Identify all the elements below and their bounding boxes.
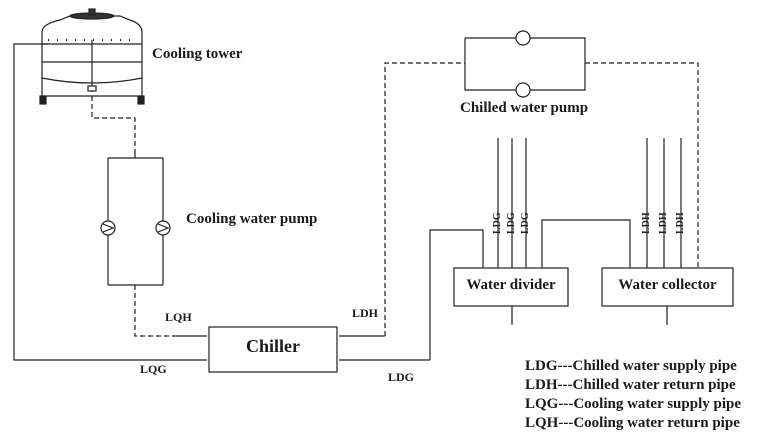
- chilled-water-pump-label: Chilled water pump: [460, 100, 589, 116]
- ldh-pipe: [384, 62, 465, 336]
- lqh-label: LQH: [165, 310, 192, 324]
- lqg-label: LQG: [140, 362, 167, 376]
- lqg-pipe: [13, 43, 175, 361]
- collector-branch-label: LDH: [641, 212, 652, 234]
- collector-branch-label: LDH: [675, 212, 686, 234]
- collector-branch-label: LDH: [658, 212, 669, 234]
- ldg-pipe: [429, 229, 484, 360]
- bypass-pipe: [541, 219, 631, 268]
- legend-item: LDH---Chilled water return pipe: [525, 377, 736, 393]
- divider-branch-label: LDG: [492, 212, 503, 234]
- legend-item: LQH---Cooling water return pipe: [525, 415, 740, 431]
- water-divider-label: Water divider: [466, 277, 556, 293]
- chilled-water-pump-group: [464, 30, 586, 98]
- cooling-water-pump-group: [100, 150, 171, 286]
- cooling-tower-shape: [39, 8, 145, 105]
- lqh-pipe: [134, 285, 175, 337]
- legend: LDG---Chilled water supply pipe LDH---Ch…: [525, 357, 741, 433]
- legend-item: LQG---Cooling water supply pipe: [525, 396, 741, 412]
- divider-branch-label: LDG: [506, 212, 517, 234]
- chiller-label: Chiller: [246, 336, 300, 356]
- cooling-tower-label: Cooling tower: [152, 46, 243, 62]
- ldg-label: LDG: [388, 370, 415, 384]
- ldh-label: LDH: [352, 306, 379, 320]
- tower-outlet-pipe: [91, 96, 136, 150]
- chilled-pump-outlet: [585, 62, 699, 268]
- divider-branch-label: LDG: [520, 212, 531, 234]
- cooling-water-pump-label: Cooling water pump: [186, 211, 318, 227]
- chiller-box: [208, 326, 338, 373]
- water-collector-label: Water collector: [618, 277, 717, 293]
- water-collector-box: [601, 267, 734, 307]
- legend-item: LDG---Chilled water supply pipe: [525, 358, 737, 374]
- water-divider-box: [453, 267, 569, 307]
